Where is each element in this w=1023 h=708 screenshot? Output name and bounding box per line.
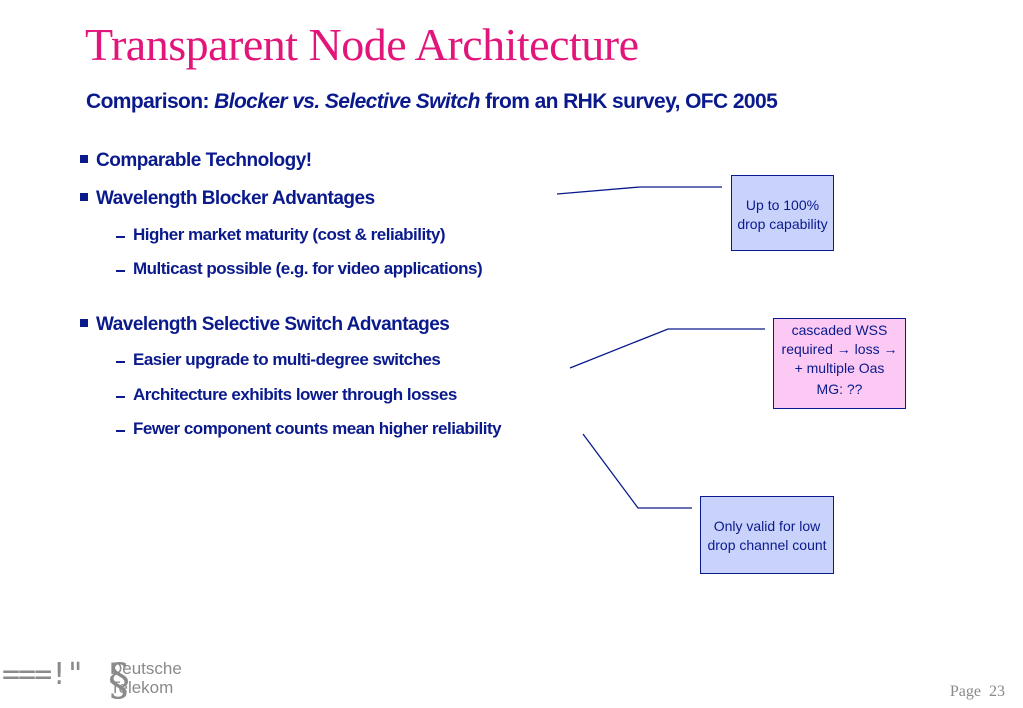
callout-line: required → loss → (781, 341, 898, 357)
square-bullet-icon (80, 154, 88, 163)
square-bullet-icon (80, 318, 88, 327)
page-label: Page (949, 683, 981, 700)
bullet-comparable-technology: Comparable Technology! (80, 150, 312, 172)
callout-line: cascaded WSS (791, 322, 888, 338)
bullet-text: Fewer component counts mean higher relia… (133, 419, 502, 438)
subtitle-emphasis: Blocker vs. Selective Switch (214, 90, 480, 113)
bullet-text: Comparable Technology! (96, 150, 312, 171)
slide-title: Transparent Node Architecture (85, 19, 639, 70)
bullet-blocker-advantages: Wavelength Blocker Advantages (80, 188, 375, 210)
dash-bullet-icon (116, 235, 125, 238)
page-number: Page 23 (950, 683, 1005, 701)
connector-blocker (556, 186, 722, 195)
dash-bullet-icon (116, 360, 125, 363)
sub-bullet-multicast: Multicast possible (e.g. for video appli… (116, 259, 483, 279)
callout-cascaded-wss: cascaded WSS required → loss → + multipl… (773, 318, 906, 409)
callout-line: drop channel count (707, 537, 827, 553)
bullet-text: Wavelength Selective Switch Advantages (96, 314, 450, 335)
bullet-text: Easier upgrade to multi-degree switches (133, 350, 441, 369)
bullet-wss-advantages: Wavelength Selective Switch Advantages (80, 314, 450, 336)
bullet-text: Wavelength Blocker Advantages (96, 188, 375, 209)
deutsche-telekom-logo: ===!" § Deutsche Telekom (0, 655, 200, 706)
bullet-text: Higher market maturity (cost & reliabili… (133, 225, 445, 244)
logo-t-icon: § (108, 655, 130, 706)
callout-line: + multiple Oas (794, 360, 885, 376)
callout-line: MG: ?? (816, 381, 863, 397)
sub-bullet-easier-upgrade: Easier upgrade to multi-degree switches (116, 350, 441, 370)
callout-line: Only valid for low (713, 518, 821, 534)
subtitle-prefix: Comparison: (86, 90, 215, 113)
callout-drop-capability: Up to 100% drop capability (731, 175, 834, 251)
logo-word-deutsche: Deutsche (110, 659, 182, 678)
subtitle-suffix: from an RHK survey, OFC 2005 (479, 90, 778, 113)
dash-bullet-icon (116, 269, 125, 272)
dash-bullet-icon (116, 429, 125, 432)
sub-bullet-fewer-components: Fewer component counts mean higher relia… (116, 419, 502, 439)
page-number-value: 23 (989, 683, 1005, 700)
sub-bullet-market-maturity: Higher market maturity (cost & reliabili… (116, 225, 445, 245)
dash-bullet-icon (116, 395, 125, 398)
connector-reliability (582, 433, 692, 509)
sub-bullet-lower-losses: Architecture exhibits lower through loss… (116, 385, 457, 405)
slide-subtitle: Comparison: Blocker vs. Selective Switch… (86, 90, 778, 114)
callout-low-drop-count: Only valid for low drop channel count (700, 496, 834, 574)
logo-mark: ===!" (2, 657, 84, 692)
callout-line: drop capability (737, 216, 828, 232)
bullet-text: Multicast possible (e.g. for video appli… (133, 259, 483, 278)
bullet-text: Architecture exhibits lower through loss… (133, 385, 457, 404)
logo-word-telekom: Telekom (110, 678, 174, 697)
square-bullet-icon (80, 192, 88, 201)
callout-line: Up to 100% (745, 197, 820, 213)
connector-wss (569, 328, 765, 369)
